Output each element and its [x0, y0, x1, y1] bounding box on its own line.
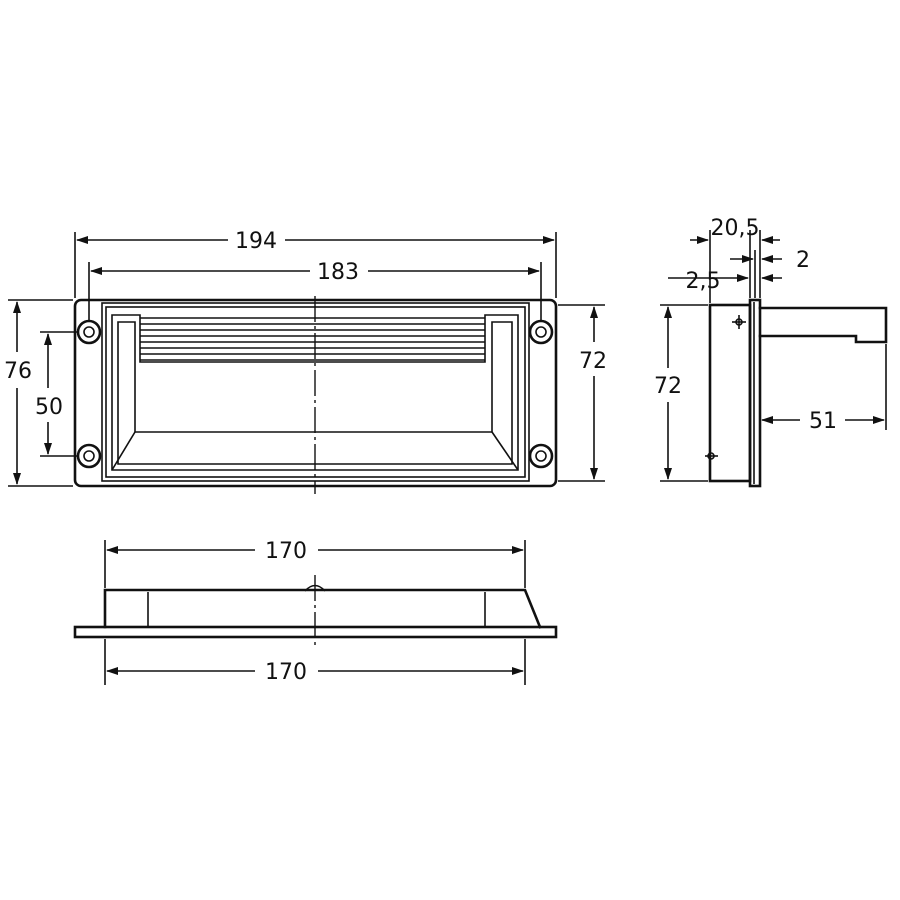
dim-51-label: 51 [809, 409, 837, 434]
dim-194-label: 194 [235, 229, 277, 254]
dim-72-side-label: 72 [654, 374, 682, 399]
front-dimensions: 194 183 76 50 72 [4, 229, 607, 487]
dim-170-lower-label: 170 [265, 660, 307, 685]
top-view [73, 575, 558, 646]
screw-hole-top-right [528, 319, 554, 345]
dim-183-label: 183 [317, 260, 359, 285]
top-body [103, 588, 542, 629]
side-handle [758, 306, 888, 344]
dim-72-front-label: 72 [579, 349, 607, 374]
front-corner-line-left [111, 431, 136, 471]
dim-2-5-label: 2,5 [686, 269, 721, 294]
front-handle-inner [117, 321, 513, 465]
side-view [705, 298, 888, 488]
screw-hole-top-left [76, 319, 102, 345]
front-grip-ribs [140, 317, 485, 361]
side-dimensions: 20,5 2 2,5 72 51 [654, 216, 887, 482]
side-body [708, 303, 752, 483]
dim-170-upper-label: 170 [265, 539, 307, 564]
side-screw-mark-top [732, 315, 746, 329]
dim-20-5-label: 20,5 [711, 216, 760, 241]
front-view [73, 296, 558, 494]
side-flange [748, 298, 762, 488]
front-corner-line-right [491, 431, 519, 471]
screw-hole-bottom-right [528, 443, 554, 469]
dim-50-label: 50 [35, 395, 63, 420]
dim-2-label: 2 [796, 248, 810, 273]
side-screw-mark-bottom [705, 452, 718, 460]
top-dimensions: 170 170 [104, 539, 526, 685]
screw-hole-bottom-left [76, 443, 102, 469]
dim-76-label: 76 [4, 359, 32, 384]
